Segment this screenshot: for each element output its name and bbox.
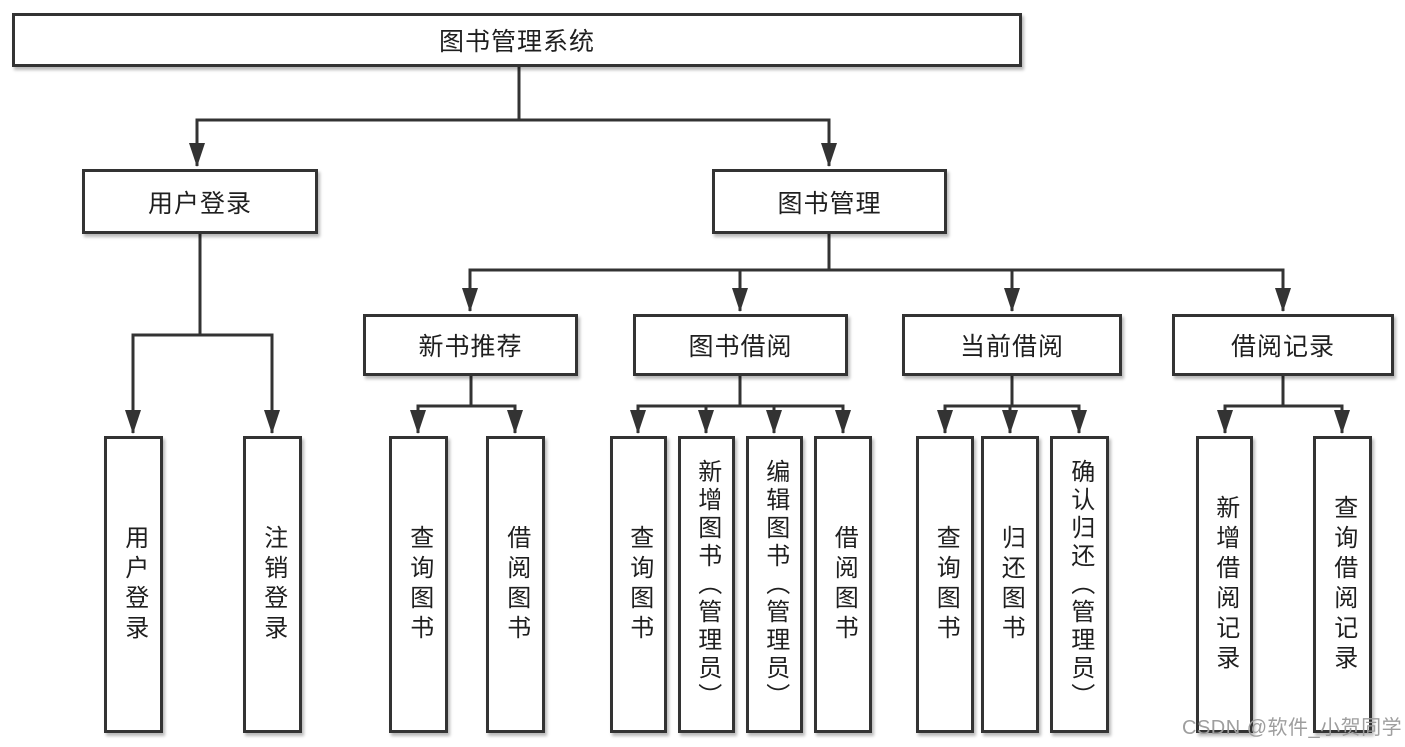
branch-node-user-login: 用户登录 <box>82 169 318 234</box>
leaf-node-borrow-books-1: 借阅图书 <box>486 436 545 733</box>
node-label: 查询图书 <box>932 524 960 645</box>
section-node-new-book-recommend: 新书推荐 <box>363 314 578 376</box>
leaf-node-add-borrow-record: 新增借阅记录 <box>1196 436 1253 733</box>
connector-book-borrow-children <box>630 374 851 434</box>
connector-borrow-records-children <box>1217 374 1350 434</box>
connector-root-to-level2 <box>189 65 837 167</box>
section-node-borrow-records: 借阅记录 <box>1172 314 1394 376</box>
node-label: 注销登录 <box>259 524 287 645</box>
root-node-library-management-system: 图书管理系统 <box>12 13 1022 67</box>
connector-book-management-sections <box>462 232 1291 312</box>
leaf-node-query-borrow-record: 查询借阅记录 <box>1313 436 1372 733</box>
node-label: 图书管理 <box>777 189 882 218</box>
connector-current-borrow-children <box>937 374 1087 434</box>
leaf-node-confirm-return-admin: 确认归还（管理员） <box>1050 436 1109 733</box>
node-label: 查询借阅记录 <box>1329 494 1357 675</box>
node-label: 编辑图书（管理员） <box>761 458 789 711</box>
node-label: 查询图书 <box>405 524 433 645</box>
leaf-node-borrow-books-2: 借阅图书 <box>814 436 872 733</box>
leaf-node-user-login: 用户登录 <box>104 436 163 733</box>
leaf-node-query-books-3: 查询图书 <box>916 436 974 733</box>
node-label: 用户登录 <box>147 189 252 218</box>
connector-new-books-children <box>410 374 523 434</box>
leaf-node-query-books-1: 查询图书 <box>389 436 448 733</box>
section-node-book-borrow: 图书借阅 <box>633 314 848 376</box>
node-label: 借阅记录 <box>1230 333 1335 361</box>
node-label: 图书管理系统 <box>438 28 595 56</box>
csdn-watermark: CSDN @软件_小贺同学 <box>1182 717 1403 739</box>
section-node-current-borrow: 当前借阅 <box>902 314 1122 376</box>
node-label: 归还图书 <box>997 524 1025 645</box>
node-label: 新增图书（管理员） <box>693 458 721 711</box>
node-label: 新增借阅记录 <box>1211 494 1239 675</box>
leaf-node-return-books: 归还图书 <box>981 436 1039 733</box>
branch-node-book-management: 图书管理 <box>712 169 947 234</box>
leaf-node-edit-books-admin: 编辑图书（管理员） <box>746 436 803 733</box>
node-label: 用户登录 <box>120 524 148 645</box>
node-label: 新书推荐 <box>418 333 523 361</box>
node-label: 图书借阅 <box>688 333 793 361</box>
node-label: 确认归还（管理员） <box>1066 458 1094 711</box>
leaf-node-add-books-admin: 新增图书（管理员） <box>678 436 735 733</box>
node-label: 借阅图书 <box>830 524 858 645</box>
connector-user-login-children <box>125 232 280 434</box>
leaf-node-query-books-2: 查询图书 <box>610 436 667 733</box>
node-label: 查询图书 <box>625 524 653 645</box>
leaf-node-logout: 注销登录 <box>243 436 302 733</box>
node-label: 借阅图书 <box>502 524 530 645</box>
node-label: 当前借阅 <box>959 333 1064 361</box>
